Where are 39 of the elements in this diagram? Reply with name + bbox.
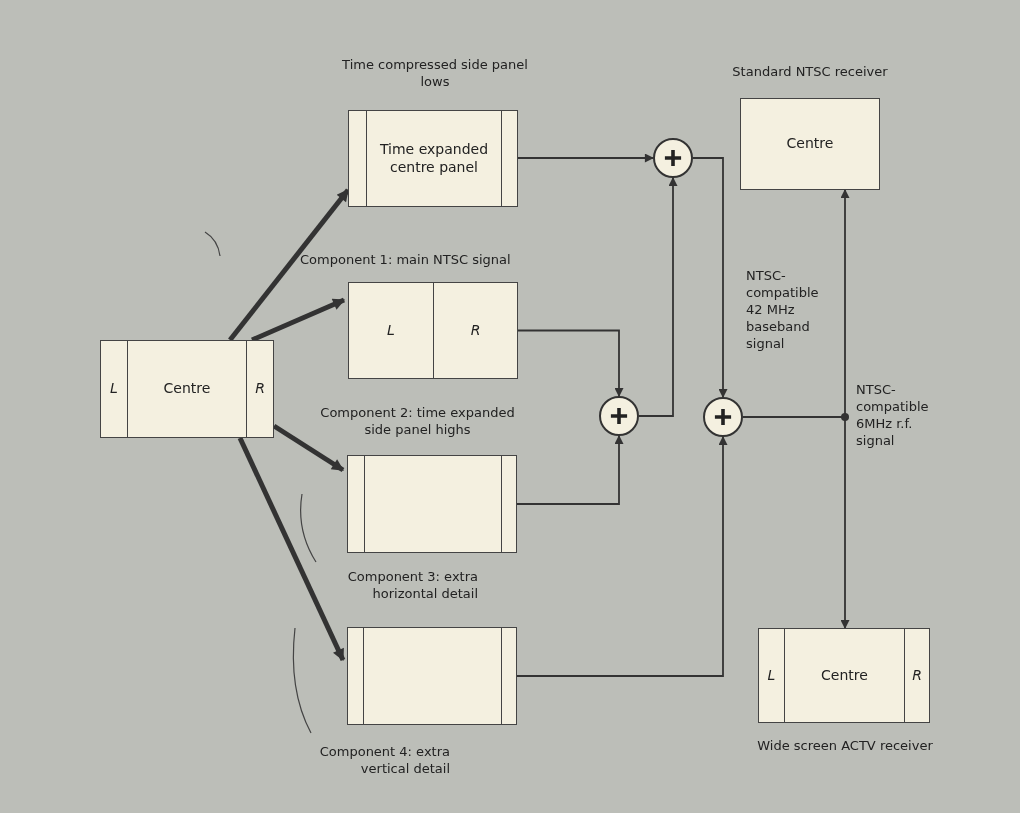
panel-label: L [387, 321, 395, 340]
picture-frame [347, 455, 517, 553]
picture-frame [348, 282, 518, 379]
summing-junction [599, 396, 639, 436]
panel-label: R [470, 321, 481, 340]
panel-label: L [109, 380, 118, 398]
panel-label: R [912, 666, 922, 685]
frame-caption: Standard NTSC receiver [731, 64, 889, 81]
frame-caption: Time compressed side panel lows [341, 57, 529, 91]
panel-label: Time expanded centre panel [378, 141, 490, 176]
picture-frame [348, 110, 518, 207]
summing-junction [653, 138, 693, 178]
component-label: Component 4: extra vertical detail [318, 744, 450, 778]
component-label: Component 3: extra horizontal detail [346, 569, 478, 603]
arrow [517, 153, 654, 163]
arrow [517, 329, 624, 397]
signal-label: NTSC- compatible 6MHz r.f. signal [856, 382, 930, 450]
picture-frame [100, 340, 274, 438]
panel-label: Centre [163, 380, 211, 398]
signal-label: NTSC- compatible 42 MHz baseband signal [746, 268, 820, 353]
panel-label: Centre [821, 666, 868, 685]
summing-junction [703, 397, 743, 437]
arrow [237, 436, 346, 662]
arrow [228, 188, 350, 342]
arrow [272, 423, 345, 473]
panel-label: Centre [786, 135, 834, 153]
picture-frame [347, 627, 517, 725]
arrow [692, 157, 728, 398]
arrow [516, 436, 728, 677]
screen-frame [740, 98, 880, 190]
screen-frame [758, 628, 930, 723]
arrow [516, 435, 624, 505]
panel-label: R [255, 380, 266, 398]
component-label: Component 2: time expanded side panel highs [319, 405, 516, 439]
arrow [742, 416, 850, 629]
panel-label: L [767, 666, 776, 685]
frame-caption: Wide screen ACTV receiver [756, 738, 934, 755]
arrow [638, 177, 678, 417]
component-label: Component 1: main NTSC signal [300, 252, 512, 269]
